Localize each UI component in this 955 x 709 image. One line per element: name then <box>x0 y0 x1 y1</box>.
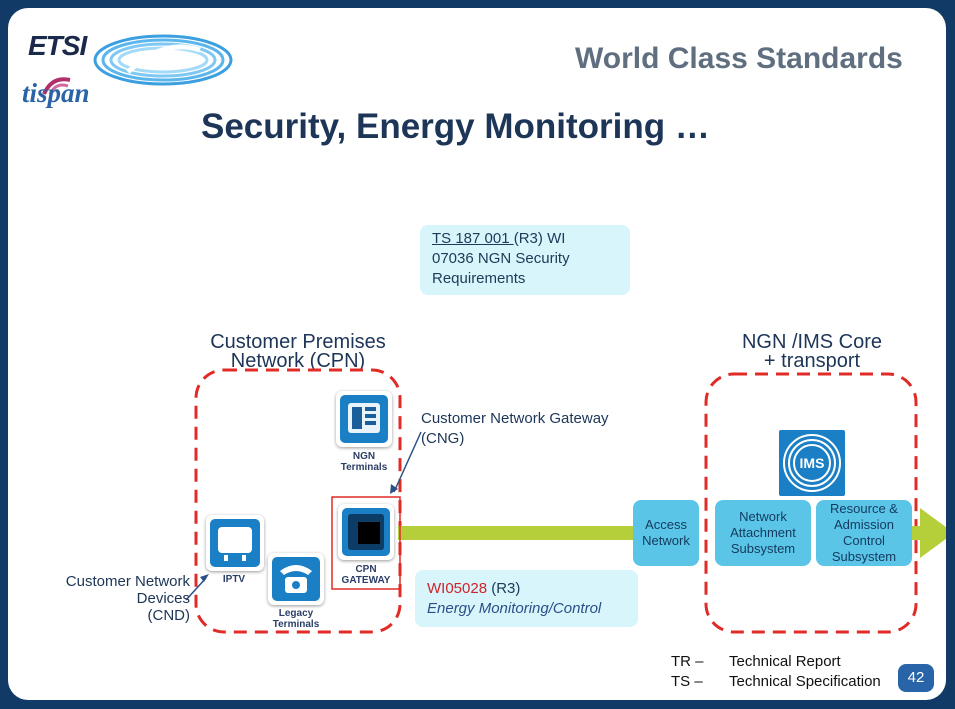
energy-note: WI05028 (R3) Energy Monitoring/Control <box>415 570 638 627</box>
legacy-caption-line2: Terminals <box>272 619 320 630</box>
gateway-screen-icon <box>342 508 390 556</box>
core-label-line1: NGN /IMS Core <box>741 331 883 353</box>
cpn-label-line2: Network (CPN) <box>230 350 366 372</box>
cpn-label: Customer Premises Network (CPN) <box>188 331 408 372</box>
slide: ETSI tispan World Class Standards Securi… <box>8 8 946 700</box>
ts-187-001-link[interactable]: TS 187 001 <box>432 230 514 247</box>
ngn-caption-line1: NGN <box>352 451 376 462</box>
ngn-terminals-tile <box>336 391 392 447</box>
legacy-caption-line1: Legacy <box>278 608 314 619</box>
tispan-wordmark: tispan <box>22 78 90 108</box>
slide-title: Security, Energy Monitoring … <box>201 107 710 146</box>
gateway-callout: Customer Network Gateway (CNG) <box>421 409 609 449</box>
iptv-caption: IPTV <box>222 574 246 585</box>
boundary-lines <box>185 368 946 634</box>
nass-line2: Attachment <box>730 525 796 540</box>
racs-line3: Control <box>843 533 885 548</box>
ngn-phone-icon <box>340 395 388 443</box>
legacy-phone-icon <box>272 557 320 601</box>
racs-line4: Subsystem <box>831 549 897 564</box>
page-number-badge: 42 <box>898 664 934 692</box>
cng-callout-arrow <box>390 484 398 494</box>
access-line2: Network <box>642 533 690 548</box>
etsi-logo: ETSI tispan <box>18 22 238 122</box>
energy-note-release: (R3) <box>487 580 521 597</box>
gateway-callout-line2: (CNG) <box>421 430 465 447</box>
racs-box: Resource & Admission Control Subsystem <box>816 500 912 566</box>
energy-note-desc: Energy Monitoring/Control <box>427 600 602 617</box>
ims-badge: IMS <box>779 430 845 496</box>
flow-bar <box>398 526 634 540</box>
legend-tr-abbr: TR – <box>671 653 704 670</box>
legend-tr-text: Technical Report <box>729 653 841 670</box>
legend-ts-text: Technical Specification <box>729 673 881 690</box>
security-note-release: (R3) WI <box>513 230 566 247</box>
nass-line1: Network <box>739 509 787 524</box>
core-boundary <box>704 372 918 634</box>
cpn-gateway-caption: CPN GATEWAY <box>336 564 396 586</box>
core-label: NGN /IMS Core + transport <box>712 331 912 372</box>
cnd-callout-arrow <box>200 574 209 582</box>
nass-line3: Subsystem <box>730 541 796 556</box>
tispan-swirl-icon <box>42 77 71 95</box>
devices-callout: Customer Network Devices (CND) <box>10 573 190 624</box>
ims-badge-text: IMS <box>799 455 825 471</box>
security-note: TS 187 001 (R3) WI 07036 NGN Security Re… <box>420 225 630 295</box>
access-line1: Access <box>645 517 687 532</box>
legacy-terminals-tile <box>268 553 324 605</box>
gateway-callout-line1: Customer Network Gateway <box>421 410 609 427</box>
ngn-caption-line2: Terminals <box>340 462 388 473</box>
security-note-line2: 07036 NGN Security <box>432 250 570 267</box>
legacy-terminals-caption: Legacy Terminals <box>266 608 326 630</box>
energy-note-id: WI05028 <box>427 580 488 597</box>
iptv-tile <box>206 515 264 571</box>
ngn-terminals-caption: NGN Terminals <box>334 451 394 473</box>
nass-box: Network Attachment Subsystem <box>715 500 811 566</box>
legend-ts: TS – Technical Specification <box>671 673 881 690</box>
tagline: World Class Standards <box>575 42 903 75</box>
cpn-gateway-tile <box>338 504 394 560</box>
legend-ts-abbr: TS – <box>671 673 703 690</box>
racs-line1: Resource & <box>830 501 898 516</box>
cpn-gateway-highlight <box>331 496 401 590</box>
core-label-line2: + transport <box>763 350 861 372</box>
racs-line2: Admission <box>834 517 894 532</box>
cpn-label-line1: Customer Premises <box>210 331 386 353</box>
etsi-swoosh-icon <box>93 34 233 86</box>
security-note-line3: Requirements <box>432 270 526 287</box>
cnd-callout-line <box>185 577 207 601</box>
devices-callout-line2: (CND) <box>147 607 191 624</box>
devices-callout-line1: Customer Network Devices <box>65 573 190 607</box>
flow-arrow-head <box>920 508 946 558</box>
cpn-caption-line1: CPN <box>355 564 377 575</box>
cpn-caption-line2: GATEWAY <box>341 575 391 586</box>
access-network-box: Access Network <box>633 500 699 566</box>
legend-tr: TR – Technical Report <box>671 653 841 670</box>
cng-callout-line <box>393 431 422 493</box>
ims-rings-icon <box>783 434 841 492</box>
etsi-wordmark: ETSI <box>28 30 87 61</box>
tv-icon <box>210 519 260 567</box>
